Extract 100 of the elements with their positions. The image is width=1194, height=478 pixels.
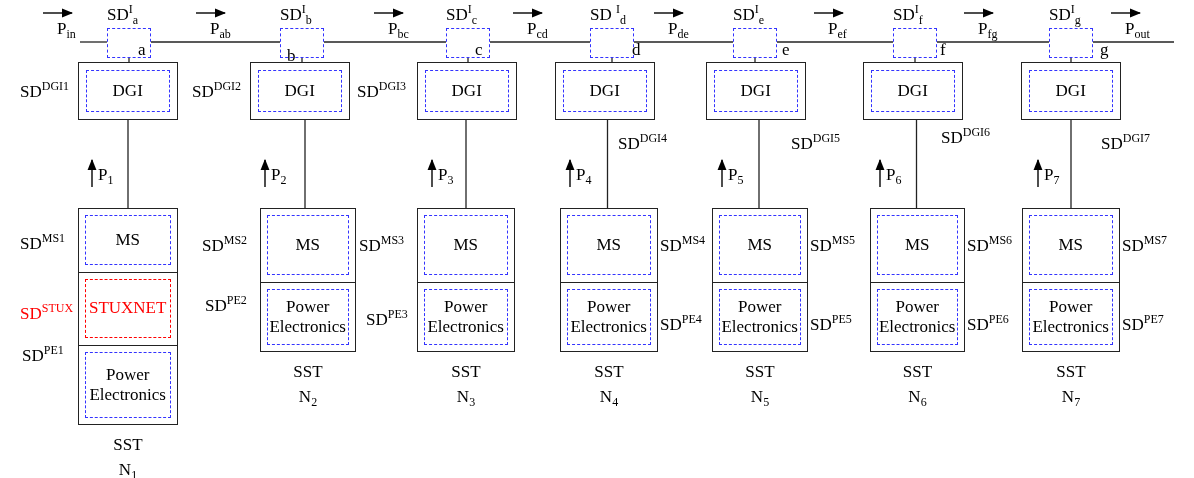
node-caption: SST N$_{6}$ — [901, 361, 934, 412]
sst-box — [417, 208, 515, 352]
bus-node-letter: f — [940, 41, 946, 60]
dgi-box — [417, 62, 517, 120]
bus-node-letter: a — [138, 41, 146, 60]
device-label: SD$^{STUX}$ — [20, 302, 74, 324]
power-electronics-box: Power Electronics — [1028, 288, 1113, 345]
device-label: SD$^{MS3}$ — [359, 234, 405, 256]
device-label: SD$^{PE3}$ — [366, 308, 408, 330]
power-electronics-box: Power Electronics — [423, 288, 508, 345]
connector-line — [776, 41, 894, 43]
power-electronics-box: Power Electronics — [876, 288, 958, 345]
device-label: SD$^{MS5}$ — [810, 234, 856, 256]
bus-junction-box — [1049, 28, 1093, 58]
connector-line — [915, 119, 918, 209]
power-flow-label: P$_{ab}$ — [210, 20, 231, 42]
sst-box — [1022, 208, 1120, 352]
connector-line — [758, 119, 760, 209]
power-flow-label: P$_{fg}$ — [978, 20, 998, 42]
ms-module-box: MS — [423, 214, 508, 275]
connector-line — [489, 41, 591, 43]
dgi-module-box: DGI — [85, 69, 170, 112]
bus-junction-box — [107, 28, 151, 58]
power-flow-label: P$_{6}$ — [886, 166, 902, 188]
bus-node-letter: e — [782, 41, 790, 60]
dgi-box — [78, 62, 178, 120]
power-flow-label: P$_{4}$ — [576, 166, 592, 188]
device-label: SD$^{MS2}$ — [202, 234, 248, 256]
connector-line — [323, 41, 447, 43]
dgi-module-box: DGI — [424, 69, 509, 112]
dgi-box — [863, 62, 963, 120]
connector-line — [150, 41, 281, 43]
device-label: SD$^{DGI7}$ — [1101, 132, 1151, 154]
dgi-module-box: DGI — [1028, 69, 1113, 112]
malware-module-box: STUXNET — [84, 278, 171, 338]
sst-box — [560, 208, 658, 352]
ms-module-box: MS — [1028, 214, 1113, 275]
connector-line — [1070, 119, 1072, 209]
dgi-box — [706, 62, 806, 120]
power-flow-label: P$_{in}$ — [57, 20, 76, 42]
node-caption: SST N$_{5}$ — [744, 361, 776, 412]
connector-line — [1070, 57, 1072, 63]
ms-module-box: MS — [84, 214, 171, 265]
device-label: SD$^{PE2}$ — [205, 294, 247, 316]
device-label: SD$^{DGI5}$ — [791, 132, 841, 154]
bus-junction-box — [590, 28, 634, 58]
device-label: SD$^{MS4}$ — [660, 234, 706, 256]
device-label: SD$^{MS6}$ — [967, 234, 1013, 256]
power-flow-label: P$_{1}$ — [98, 166, 114, 188]
connector-line — [304, 119, 306, 209]
device-label: SD$^{PE7}$ — [1122, 313, 1164, 335]
sst-box — [712, 208, 808, 352]
dgi-box — [1021, 62, 1121, 120]
connector-line — [127, 119, 129, 209]
dgi-module-box: DGI — [562, 69, 647, 112]
device-label: SD$^{PE4}$ — [660, 313, 702, 335]
power-flow-label: P$_{cd}$ — [527, 20, 548, 42]
bus-node-letter: d — [632, 41, 641, 60]
power-flow-label: P$_{2}$ — [271, 166, 287, 188]
power-flow-label: P$_{de}$ — [668, 20, 689, 42]
connector-line — [754, 57, 756, 63]
power-flow-label: P$_{3}$ — [438, 166, 454, 188]
ms-module-box: MS — [876, 214, 958, 275]
power-flow-label: P$_{7}$ — [1044, 166, 1060, 188]
power-electronics-box: Power Electronics — [718, 288, 801, 345]
connector-line — [633, 41, 734, 43]
bus-junction-box — [893, 28, 937, 58]
device-label: SD$^{PE1}$ — [22, 344, 64, 366]
node-caption: SST N$_{2}$ — [292, 361, 324, 412]
power-flow-label: P$_{bc}$ — [388, 20, 409, 42]
connector-line — [301, 57, 303, 63]
ms-module-box: MS — [266, 214, 349, 275]
device-label: SD$^{MS1}$ — [20, 232, 66, 254]
connector-line — [606, 119, 609, 209]
device-label: SD$^{DGI4}$ — [618, 132, 668, 154]
sst-box — [78, 208, 178, 425]
device-label: SD$^{DGI3}$ — [357, 80, 407, 102]
sst-box — [260, 208, 356, 352]
sst-box — [870, 208, 965, 352]
power-flow-label: P$_{ef}$ — [828, 20, 847, 42]
bus-junction-box — [733, 28, 777, 58]
dgi-module-box: DGI — [870, 69, 955, 112]
bus-node-letter: g — [1100, 41, 1109, 60]
bus-node-letter: b — [287, 47, 296, 66]
power-flow-label: P$_{5}$ — [728, 166, 744, 188]
node-caption: SST N$_{7}$ — [1055, 361, 1087, 412]
connector-line — [465, 119, 467, 209]
connector-line — [914, 57, 916, 63]
connector-line — [611, 57, 613, 63]
ms-module-box: MS — [566, 214, 651, 275]
device-label: SD$^{DGI2}$ — [192, 80, 242, 102]
connector-line — [467, 57, 469, 63]
dgi-box — [555, 62, 655, 120]
power-electronics-box: Power Electronics — [566, 288, 651, 345]
device-label: SD$^{PE6}$ — [967, 313, 1009, 335]
node-caption: SST N$_{4}$ — [593, 361, 625, 412]
device-label: SD$^{PE5}$ — [810, 313, 852, 335]
bus-junction-box — [446, 28, 490, 58]
connector-line — [936, 41, 1050, 43]
dgi-box — [250, 62, 350, 120]
